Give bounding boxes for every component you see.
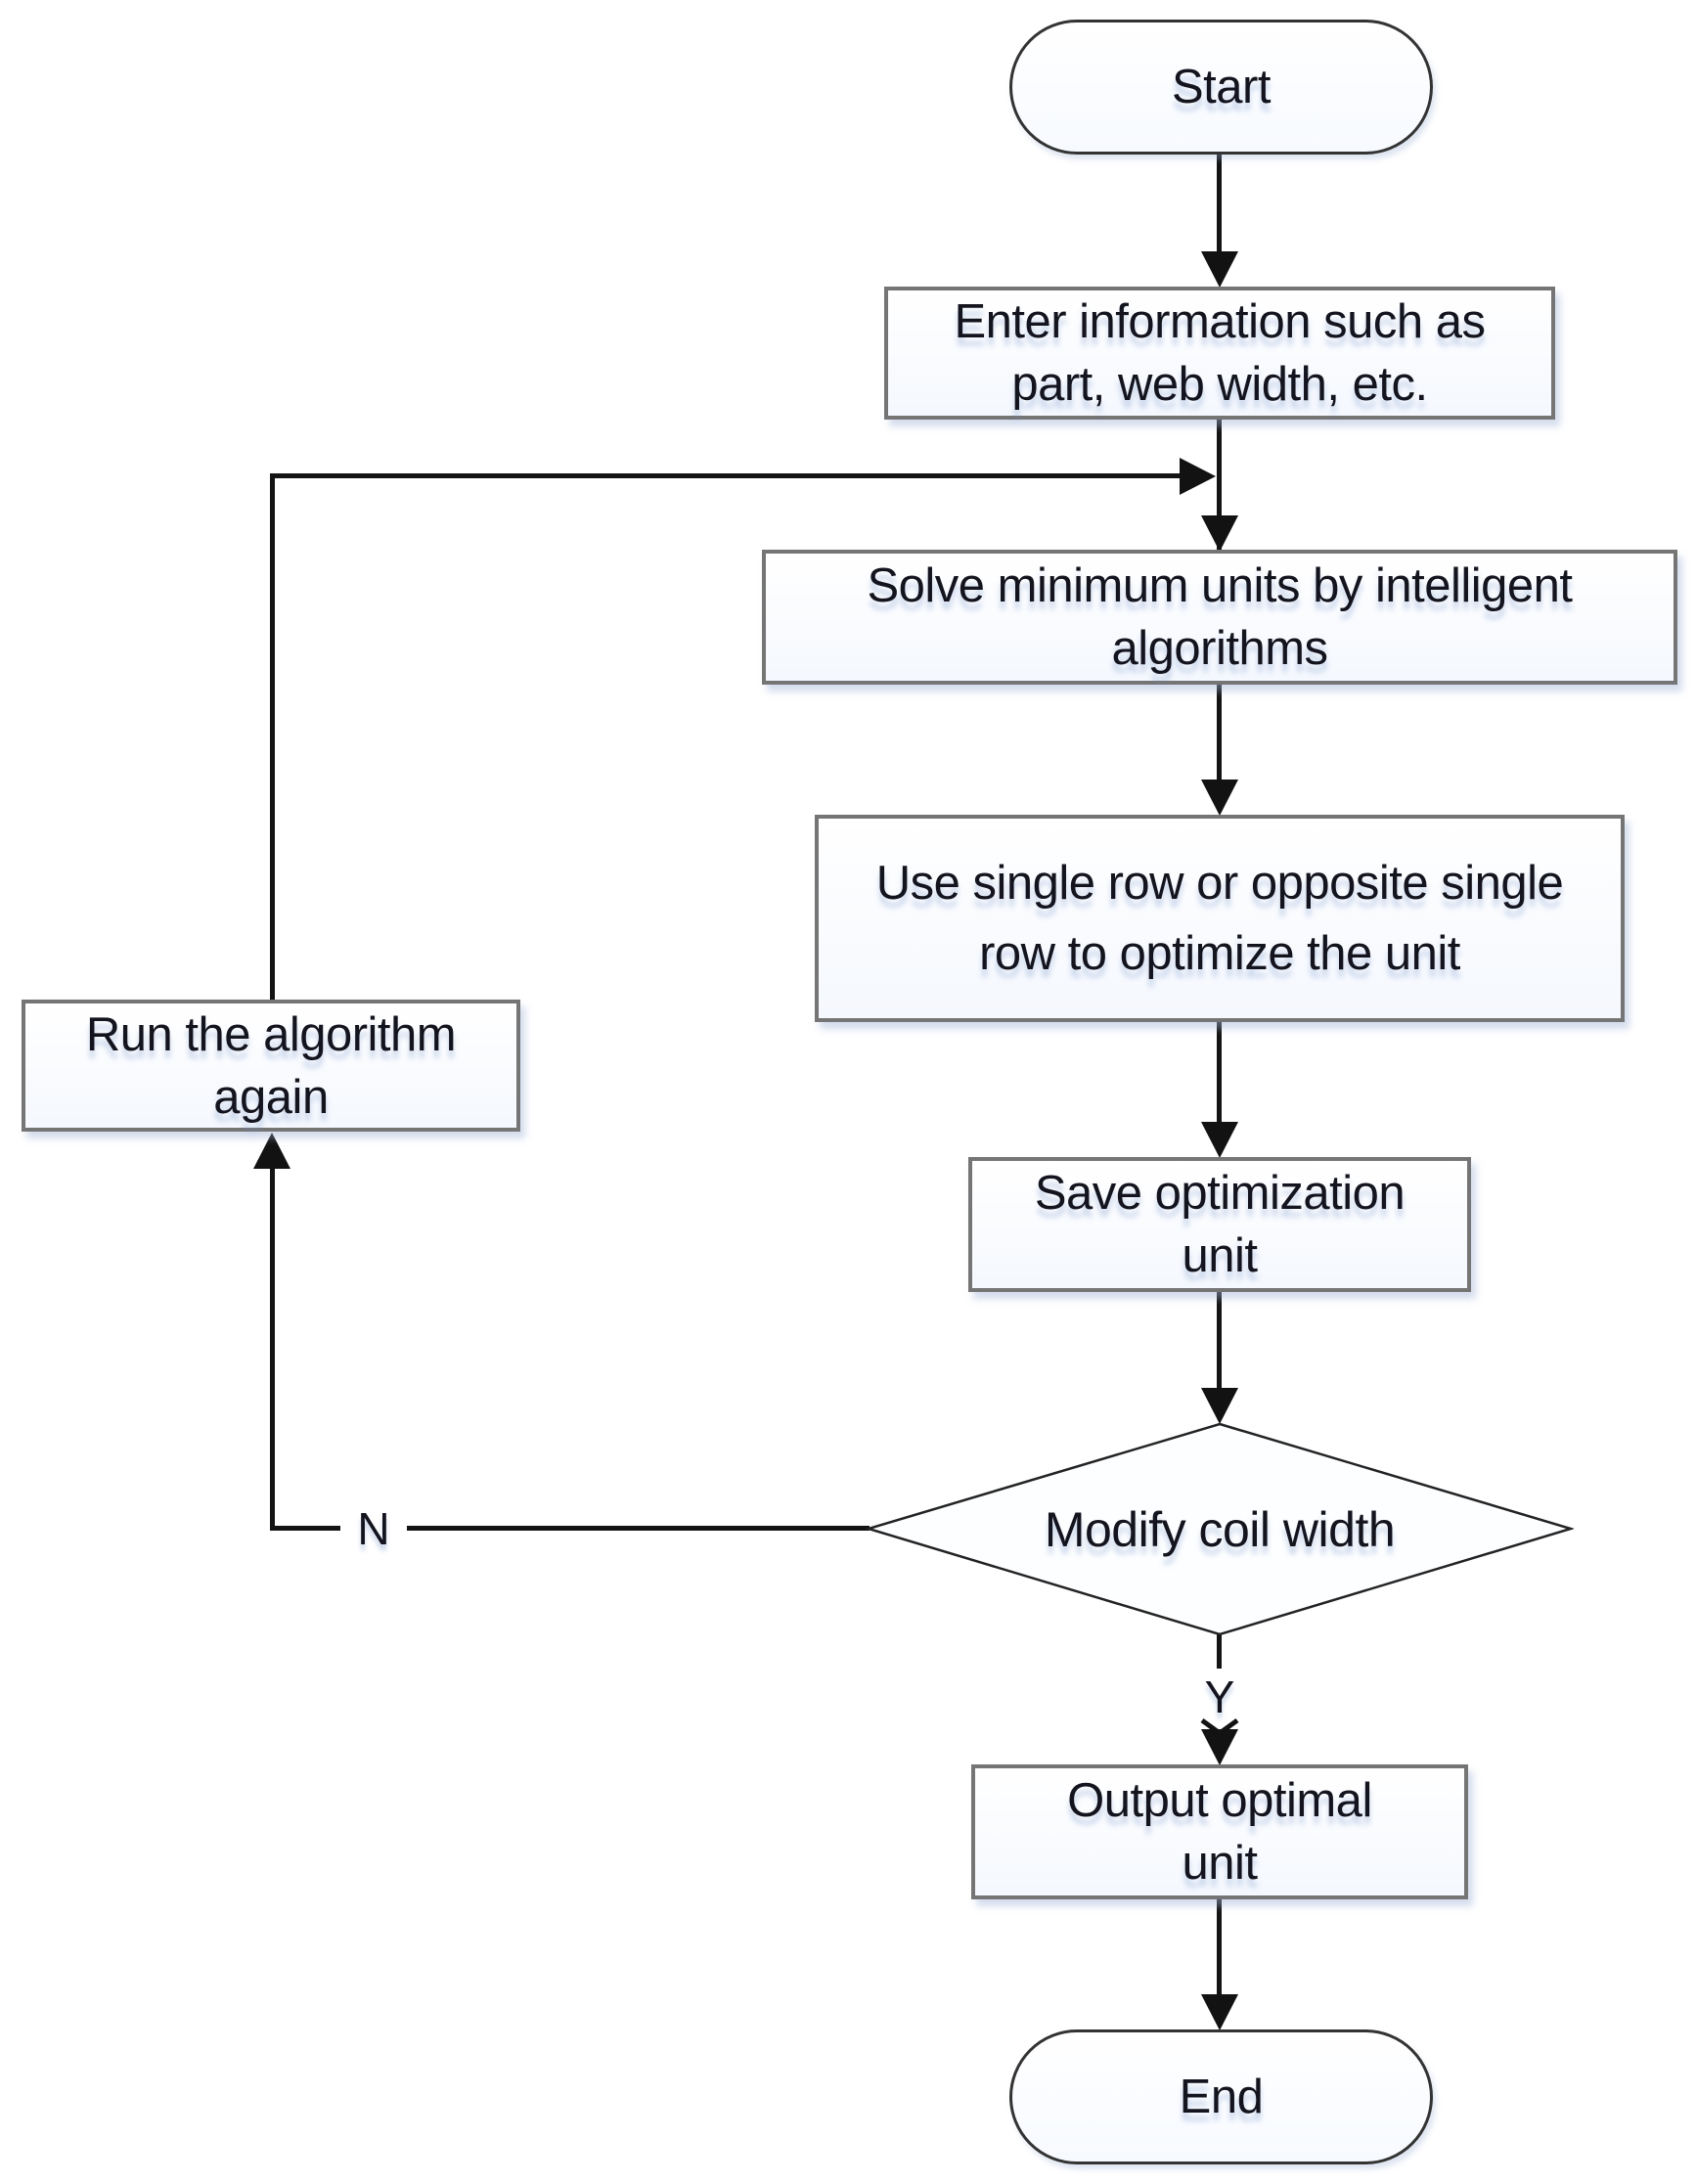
node-output-line1: Output optimal [1067,1774,1372,1827]
arrowhead-feedback-junction [1180,458,1216,495]
edge-label-no: N [340,1504,407,1553]
connector-enter-to-solve [1217,418,1222,551]
node-enter-info-line1: Enter information such as [954,295,1486,348]
arrowhead-into-runagain [253,1133,290,1169]
arrowhead-into-use [1201,780,1238,816]
node-end-label: End [1179,2071,1264,2123]
connector-start-to-enter [1217,153,1222,256]
node-output-line2: unit [1182,1837,1258,1890]
node-use-single-row: Use single row or opposite single row to… [815,815,1625,1022]
node-solve-line1: Solve minimum units by intelligent [867,559,1573,612]
node-save-line2: unit [1182,1229,1258,1282]
node-run-again-line2: again [213,1070,329,1124]
node-end: End [1009,2029,1433,2164]
node-start-label: Start [1172,61,1271,113]
node-run-algorithm-again: Run the algorithm again [22,1000,520,1132]
node-solve-line2: algorithms [1111,622,1328,675]
connector-no-up [270,1168,275,1531]
node-output-optimal-unit: Output optimal unit [971,1764,1468,1899]
node-run-again-line1: Run the algorithm [85,1007,457,1061]
edge-label-yes: Y [1204,1671,1235,1722]
node-save-optimization-unit: Save optimization unit [968,1157,1471,1292]
arrowhead-into-solve [1201,515,1238,552]
node-enter-info-line2: part, web width, etc. [1011,358,1428,411]
connector-runagain-up [270,473,275,1002]
arrowhead-into-decision [1201,1388,1238,1424]
arrowhead-into-enter-info [1201,251,1238,288]
node-solve-minimum-units: Solve minimum units by intelligent algor… [762,550,1677,685]
node-enter-info: Enter information such as part, web widt… [884,287,1555,420]
node-decision-label-wrap: Modify coil width [868,1423,1572,1635]
arrowhead-into-output [1201,1729,1238,1765]
node-decision-label: Modify coil width [1044,1501,1396,1557]
connector-use-to-save [1217,1020,1222,1126]
connector-solve-to-use [1217,683,1222,783]
connector-output-to-end [1217,1897,1222,1998]
connector-no-horizontal [270,1526,870,1531]
arrowhead-into-save [1201,1122,1238,1158]
node-use-single-row-line1: Use single row or opposite single [875,857,1564,910]
connector-save-to-decision [1217,1290,1222,1392]
connector-decision-to-y [1217,1633,1222,1669]
node-save-line1: Save optimization [1034,1167,1406,1220]
node-decision-diamond-shape [866,1422,1574,1636]
arrowhead-into-end [1201,1994,1238,2030]
node-use-single-row-line2: row to optimize the unit [979,927,1460,980]
connector-feedback-horizontal [270,473,1182,478]
node-start: Start [1009,20,1433,155]
